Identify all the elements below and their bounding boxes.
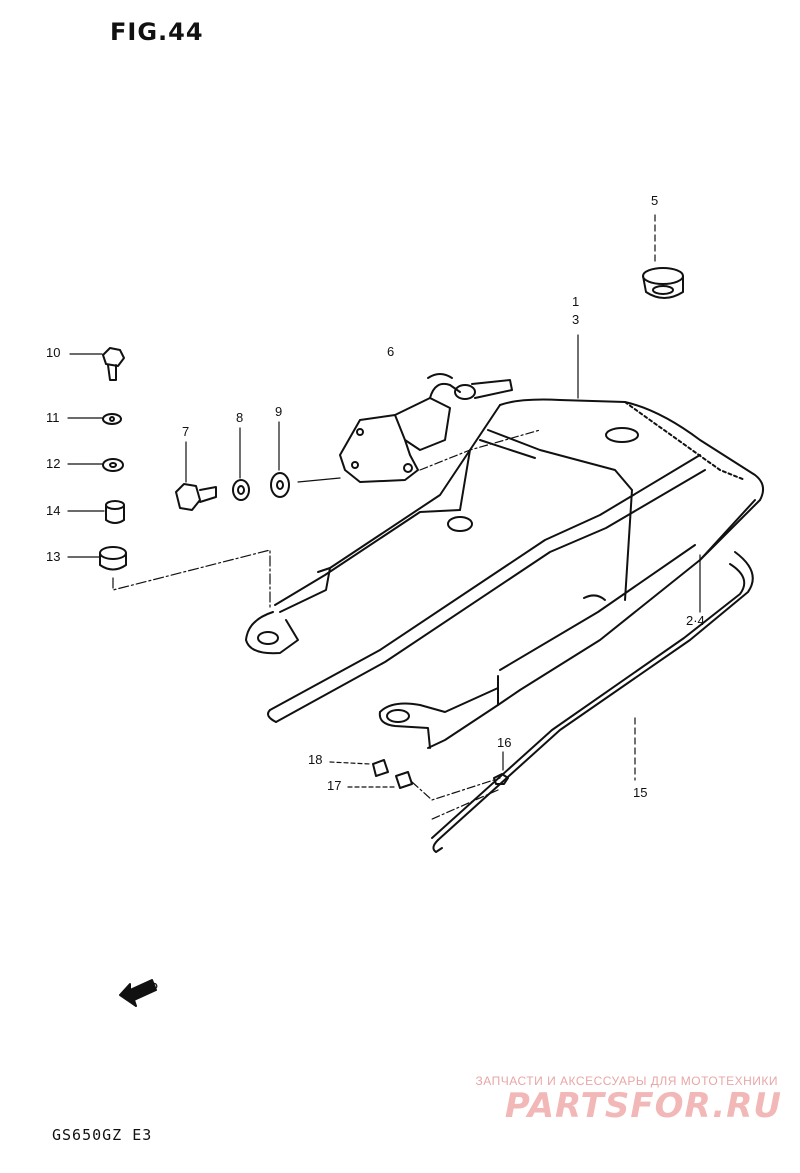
watermark-logo: PARTSFOR.RU <box>504 1086 782 1126</box>
fwd-arrow-icon <box>119 979 157 1007</box>
mount-hole-center <box>447 516 473 532</box>
washer-8 <box>232 479 250 501</box>
callout-18: 18 <box>308 752 323 767</box>
callout-14: 14 <box>46 503 61 518</box>
watermark-caption: ЗАПЧАСТИ И АКСЕССУАРЫ ДЛЯ МОТОТЕХНИКИ <box>475 1074 778 1088</box>
callout-12: 12 <box>46 456 61 471</box>
clip-18 <box>372 759 389 777</box>
cushion-13 <box>99 546 127 571</box>
clip-17 <box>395 771 413 789</box>
callout-9: 9 <box>275 404 283 419</box>
washer-9 <box>270 472 290 498</box>
callout-6: 6 <box>387 344 395 359</box>
model-code: GS650GZ E3 <box>52 1126 153 1144</box>
callout-15: 15 <box>633 785 648 800</box>
callout-13: 13 <box>46 549 61 564</box>
nut-11 <box>102 413 122 425</box>
bolt-7 <box>175 483 217 511</box>
figure-title: FIG.44 <box>110 18 204 46</box>
callout-8: 8 <box>236 410 244 425</box>
front-mount-hole-left <box>257 631 279 645</box>
callout-3: 3 <box>572 312 580 327</box>
callout-1: 1 <box>572 294 580 309</box>
lock-key-head <box>454 384 476 400</box>
callout-17: 17 <box>327 778 342 793</box>
rear-carrier-frame <box>245 398 765 749</box>
trim-strip <box>431 551 754 853</box>
callout-7: 7 <box>182 424 190 439</box>
bolt-10 <box>102 347 125 381</box>
spacer-14 <box>105 500 125 524</box>
grommet-5 <box>642 267 684 299</box>
callout-5: 5 <box>651 193 659 208</box>
screw-16 <box>493 773 509 785</box>
callout-11: 11 <box>46 410 60 425</box>
carrier-hole <box>605 427 639 443</box>
leader-lines <box>67 214 701 821</box>
rear-mount-hole <box>386 709 410 723</box>
callout-10: 10 <box>46 345 61 360</box>
callout-2-4: 2·4 <box>686 613 705 628</box>
seat-lock-assembly <box>339 373 513 483</box>
callout-16: 16 <box>497 735 512 750</box>
nut-12 <box>102 458 124 472</box>
